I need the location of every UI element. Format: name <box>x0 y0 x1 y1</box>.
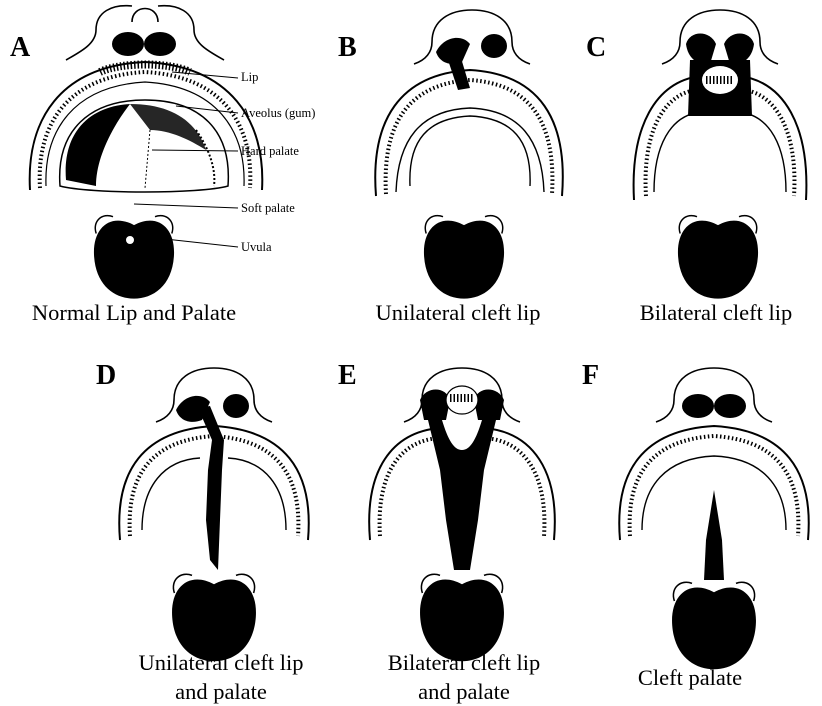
panel-f-drawing <box>619 368 808 669</box>
nostril-right <box>144 32 176 56</box>
panel-b-drawing <box>375 10 563 299</box>
panel-f-letter: F <box>582 362 599 390</box>
panel-d-drawing <box>119 368 308 661</box>
nostril-left <box>112 32 144 56</box>
panel-a-caption: Normal Lip and Palate <box>4 298 264 327</box>
label-alveolus: Aveolus (gum) <box>241 107 315 120</box>
label-hard-palate: Hard palate <box>241 145 299 158</box>
panel-e-caption-line1: Bilateral cleft lip <box>364 648 564 677</box>
label-lip: Lip <box>241 71 258 84</box>
panel-f-caption: Cleft palate <box>612 663 768 692</box>
label-uvula: Uvula <box>241 241 272 254</box>
panel-b-letter: B <box>338 34 357 62</box>
panel-c-caption: Bilateral cleft lip <box>616 298 816 327</box>
panel-c-drawing <box>634 10 807 299</box>
panel-d-caption-line2: and palate <box>116 677 326 706</box>
panel-d-letter: D <box>96 362 116 390</box>
panel-a-drawing <box>30 6 263 299</box>
panel-c-letter: C <box>586 34 606 62</box>
panel-e-caption-line2: and palate <box>364 677 564 706</box>
panel-d-caption-line1: Unilateral cleft lip <box>116 648 326 677</box>
panel-e-letter: E <box>338 362 357 390</box>
panel-e-drawing <box>369 368 555 661</box>
label-soft-palate: Soft palate <box>241 202 295 215</box>
panel-b-caption: Unilateral cleft lip <box>346 298 570 327</box>
panel-a-letter: A <box>10 34 30 62</box>
